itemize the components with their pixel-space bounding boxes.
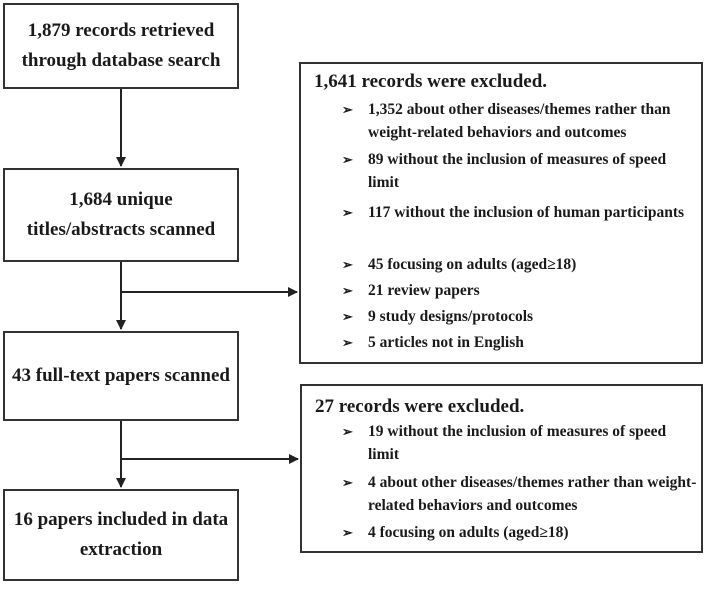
records-retrieved-text: 1,879 records retrieved through database… bbox=[21, 20, 221, 71]
exclusion-2-item: ➢ 19 without the inclusion of measures o… bbox=[342, 420, 698, 466]
bullet-arrow-icon: ➢ bbox=[342, 335, 353, 350]
bullet-arrow-icon: ➢ bbox=[342, 283, 353, 298]
unique-titles-box: 1,684 unique titles/abstracts scanned bbox=[3, 168, 239, 262]
bullet-arrow-icon: ➢ bbox=[342, 424, 353, 439]
bullet-arrow-icon: ➢ bbox=[342, 475, 353, 490]
exclusion-1-item: ➢ 89 without the inclusion of measures o… bbox=[342, 148, 698, 194]
exclusion-box-1 bbox=[299, 62, 703, 364]
exclusion-1-item: ➢ 117 without the inclusion of human par… bbox=[342, 201, 698, 224]
exclusion-1-title: 1,641 records were excluded. bbox=[314, 71, 548, 92]
full-text-text: 43 full-text papers scanned bbox=[12, 365, 230, 386]
bullet-arrow-icon: ➢ bbox=[342, 525, 353, 540]
exclusion-2-title: 27 records were excluded. bbox=[315, 396, 525, 417]
exclusion-2-item: ➢ 4 focusing on adults (aged≥18) bbox=[342, 521, 698, 544]
bullet-arrow-icon: ➢ bbox=[342, 152, 353, 167]
exclusion-1-item: ➢ 1,352 about other diseases/themes rath… bbox=[342, 98, 698, 144]
exclusion-1-item: ➢ 9 study designs/protocols bbox=[342, 305, 698, 328]
exclusion-box-2 bbox=[300, 384, 703, 553]
exclusion-1-item: ➢ 21 review papers bbox=[342, 279, 698, 302]
included-papers-box: 16 papers included in data extraction bbox=[3, 489, 239, 581]
records-retrieved-box: 1,879 records retrieved through database… bbox=[3, 3, 239, 89]
unique-titles-text: 1,684 unique titles/abstracts scanned bbox=[26, 189, 216, 240]
included-papers-text: 16 papers included in data extraction bbox=[13, 509, 229, 560]
bullet-arrow-icon: ➢ bbox=[342, 102, 353, 117]
bullet-arrow-icon: ➢ bbox=[342, 205, 353, 220]
bullet-arrow-icon: ➢ bbox=[342, 257, 353, 272]
exclusion-1-item: ➢ 5 articles not in English bbox=[342, 331, 698, 354]
bullet-arrow-icon: ➢ bbox=[342, 309, 353, 324]
full-text-box: 43 full-text papers scanned bbox=[3, 331, 239, 421]
exclusion-2-item: ➢ 4 about other diseases/themes rather t… bbox=[342, 471, 698, 517]
exclusion-1-item: ➢ 45 focusing on adults (aged≥18) bbox=[342, 253, 698, 276]
